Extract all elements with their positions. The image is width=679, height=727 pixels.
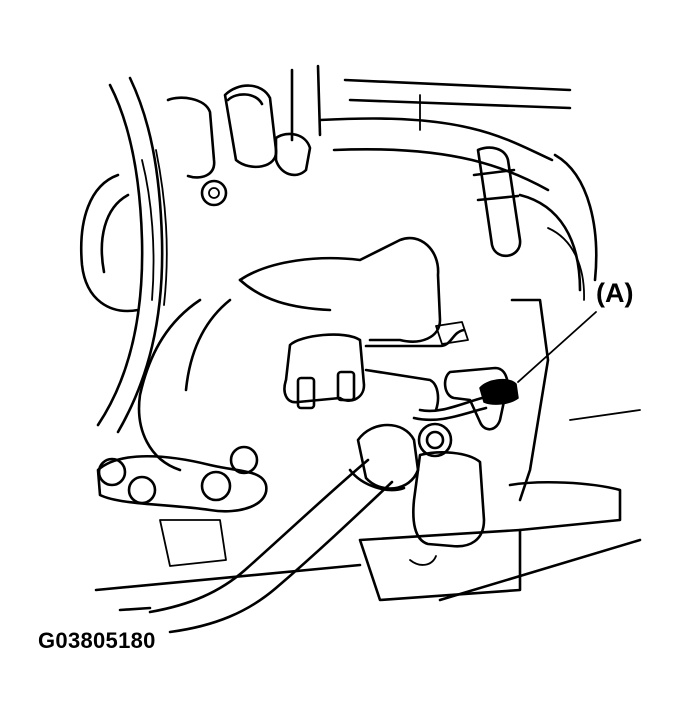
figure-code: G03805180 — [38, 628, 156, 653]
clamp-upper — [274, 132, 312, 177]
bolt-upper-left — [200, 179, 228, 207]
right-bracket — [510, 298, 550, 502]
manifold-top-curve — [238, 278, 332, 312]
right-base — [508, 480, 622, 532]
upper-right-pipe — [343, 78, 572, 110]
hose-clamp-band — [348, 468, 406, 492]
nut-outer — [417, 422, 453, 458]
manifold-mid — [184, 298, 232, 392]
lower-block-detail — [409, 555, 437, 566]
right-tube-3 — [547, 227, 585, 301]
block-connector — [283, 333, 366, 404]
left-housing-inner — [100, 193, 130, 274]
sensor-wire-2 — [412, 406, 488, 422]
bolt-upper-left-inner — [208, 187, 220, 199]
sensor-connector — [479, 378, 519, 405]
sensor-body — [443, 366, 509, 431]
engine-assembly-lines — [80, 64, 642, 634]
connector-tab-right — [336, 370, 356, 402]
sensor-wire-1 — [418, 396, 484, 413]
callout-leader — [517, 311, 597, 383]
flange-bolt-2 — [127, 475, 157, 505]
lower-hose-top — [148, 458, 370, 614]
upper-right-tube — [290, 64, 322, 142]
upper-cap — [226, 93, 264, 106]
flange-bolt-3 — [200, 470, 232, 502]
left-bracket — [166, 96, 216, 179]
callout-label-a: (A) — [596, 278, 634, 308]
bottom-plate-4 — [159, 519, 227, 567]
bottom-plate-2 — [118, 606, 152, 612]
manifold-lower — [137, 298, 202, 472]
fuel-pipe-bottom — [364, 368, 440, 412]
flange-bolt-1 — [97, 457, 127, 487]
vertical-clamp-band — [472, 168, 520, 202]
right-tube-2 — [518, 193, 582, 292]
left-pipe-inner-2 — [141, 159, 155, 301]
flange — [96, 454, 268, 513]
bottom-plate-1 — [94, 563, 362, 592]
vertical-clamp — [476, 146, 522, 257]
lower-hose-bottom — [168, 480, 394, 634]
left-housing — [80, 173, 140, 313]
hose-upper-long — [318, 117, 554, 162]
left-pipe-outer — [96, 83, 144, 427]
connector-tab-left — [296, 376, 316, 410]
left-pipe-inner-1 — [116, 76, 164, 434]
hose-clamp — [356, 423, 420, 490]
bottom-plate-3 — [438, 538, 642, 602]
nut-inner — [425, 430, 445, 450]
fuel-pipe-fitting — [435, 321, 469, 345]
right-tube-1 — [553, 153, 598, 282]
lower-block-base — [358, 528, 522, 602]
fuel-pipe-top — [364, 328, 466, 348]
manifold-body — [238, 236, 442, 343]
hose-upper-long-2 — [332, 148, 550, 192]
lower-block — [412, 451, 486, 548]
flange-bolt-4 — [229, 445, 259, 475]
left-pipe-inner-3 — [155, 149, 168, 306]
right-edge-line — [569, 409, 641, 421]
